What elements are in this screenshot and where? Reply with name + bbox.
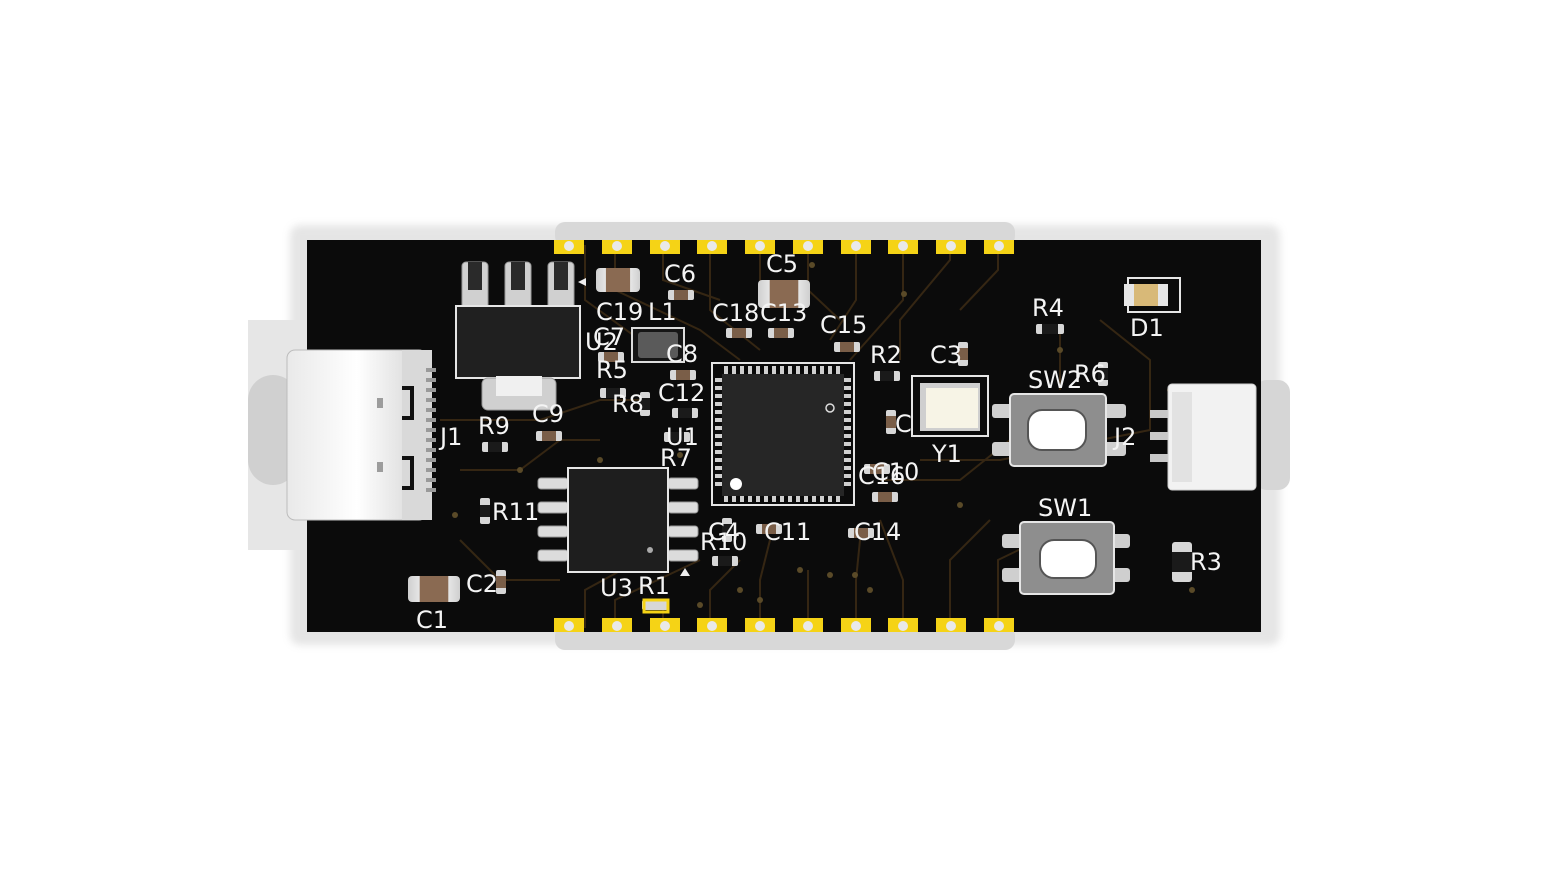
capacitor-c5-body [758,280,810,308]
inductor-l1 [631,327,685,363]
label-r11: R11 [492,498,539,526]
label-r8: R8 [612,390,644,418]
label-j1: J1 [438,423,462,451]
voltage-regulator-u2 [455,261,586,411]
mcu-u1-qfn [711,362,855,506]
label-c11: C11 [764,518,811,546]
label-c18: C18 [712,299,759,327]
tactile-switch-sw2 [992,393,1126,467]
label-c17: C [895,410,912,438]
label-u1: U1 [666,423,699,451]
capacitor-c1-body [408,576,460,602]
label-r5: R5 [596,356,628,384]
label-u2: U2 [585,328,618,356]
pin-header-top [554,240,1014,254]
small-passives [480,290,1192,614]
label-r4: R4 [1032,294,1064,322]
crystal-y1 [911,375,989,437]
label-r9: R9 [478,412,510,440]
label-c6: C6 [664,260,696,288]
label-c13: C13 [760,299,807,327]
label-r2: R2 [870,341,902,369]
label-d1: D1 [1130,314,1164,342]
label-c3: C3 [930,341,962,369]
label-c5: C5 [766,250,798,278]
tactile-switch-sw1 [1002,521,1130,595]
usb-c-connector [286,349,436,521]
label-c15: C15 [820,311,867,339]
label-c1: C1 [416,606,448,634]
label-c4: C4 [708,518,740,546]
label-c12: C12 [658,379,705,407]
label-sw2: SW2 [1028,366,1082,394]
label-l1: L1 [648,298,677,326]
label-c16: C16 [858,462,905,490]
jst-ghost [1255,380,1290,490]
label-c7: C7 [593,323,625,351]
led-d1 [1124,277,1181,313]
label-u3: U3 [600,574,633,602]
label-r6: R6 [1074,360,1106,388]
silkscreen-labels: J1 J2 U1 U2 U3 C1 C2 C3 C4 C5 C6 C7 C8 C… [416,250,1222,634]
label-c2: C2 [466,570,498,598]
label-sw1: SW1 [1038,494,1092,522]
usb-ghost-inner [248,375,298,485]
mcu-marking-logo [825,403,835,413]
label-c19: C19 [596,298,643,326]
label-j2: J2 [1112,423,1136,451]
label-y1: Y1 [931,440,962,468]
vias [452,262,1195,608]
label-c10: C10 [872,458,919,486]
capacitor-c19-body [596,268,640,292]
ic-u3-soic8 [537,467,699,576]
label-c9: C9 [532,400,564,428]
label-r1: R1 [638,572,670,600]
pin-header-bottom [554,618,1014,632]
label-r7: R7 [660,444,692,472]
label-r10: R10 [700,528,747,556]
label-c8: C8 [666,340,698,368]
label-c14: C14 [854,518,901,546]
label-r3: R3 [1190,548,1222,576]
copper-traces [440,245,1151,628]
jst-connector-j2 [1150,383,1257,491]
